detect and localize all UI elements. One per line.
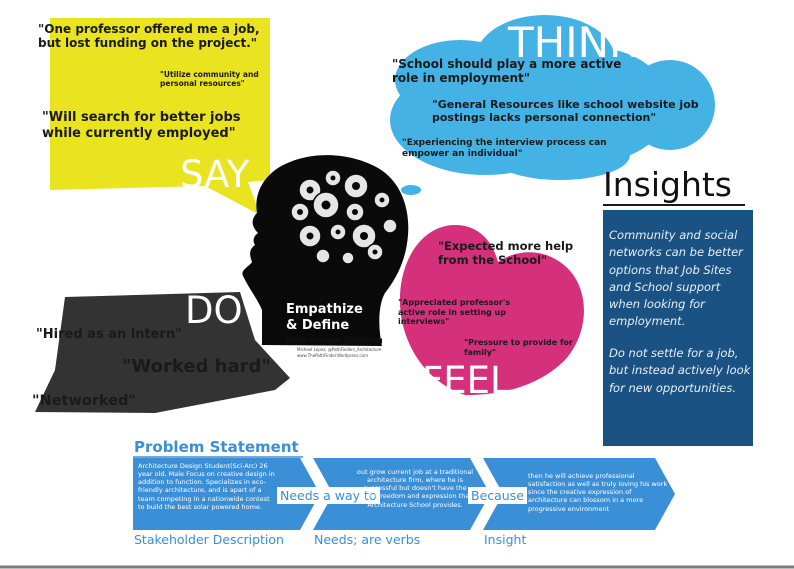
do-quote-1: "Hired as an intern"	[36, 327, 182, 342]
do-quote-2: "Worked hard"	[122, 356, 271, 377]
center-credit-2: www.ThePathFinder.Wordpress.com	[297, 353, 368, 358]
gear-hubs	[297, 175, 385, 255]
feel-title: FEEL	[422, 359, 511, 402]
stakeholder-text: Architecture Design Student(Sci-Arc) 26 …	[138, 462, 275, 511]
center-credit-1: Michael Lopez, @PathFinders_Architecture	[297, 347, 382, 352]
chevron-stakeholder	[133, 458, 320, 530]
insights-para-2: Do not settle for a job, but instead act…	[609, 346, 751, 395]
center-title: Empathize & Define	[286, 302, 363, 335]
chevron-needs	[313, 458, 490, 530]
insights-box	[603, 210, 753, 446]
chevron-insight	[483, 458, 675, 530]
think-cloud	[390, 15, 715, 195]
because-label: Because	[468, 487, 527, 504]
feel-quote-3: "Pressure to provide for family"	[464, 338, 573, 357]
center-title-line-1: Empathize	[286, 302, 363, 317]
needs-text: out grow current job at a traditional ar…	[356, 468, 474, 509]
think-title: THINK	[508, 18, 637, 67]
say-title: SAY	[180, 153, 250, 196]
feel-quote-1: "Expected more help from the School"	[438, 239, 574, 267]
caption-needs: Needs; are verbs	[314, 532, 421, 547]
say-bubble	[50, 18, 270, 215]
say-quote-1: "One professor offered me a job, but los…	[38, 22, 260, 51]
think-quote-1: "School should play a more active role i…	[392, 57, 622, 86]
say-quote-3: "Will search for better jobs while curre…	[42, 110, 241, 141]
feel-heart	[399, 225, 584, 395]
problem-title: Problem Statement	[134, 438, 299, 456]
do-quote-3: "Networked"	[32, 393, 136, 409]
say-quote-2: "Utilize community and personal resource…	[160, 70, 259, 88]
think-quote-3: "Experiencing the interview process can …	[402, 138, 607, 159]
center-subtitle: With Design Thinking	[286, 336, 383, 345]
caption-insight: Insight	[484, 532, 527, 547]
needs-label: Needs a way to	[277, 487, 380, 504]
caption-stakeholder: Stakeholder Description	[134, 532, 284, 547]
insights-para-1: Community and social networks can be bet…	[609, 228, 743, 329]
think-quote-2: "General Resources like school website j…	[432, 98, 699, 125]
insight-text: then he will achieve professional satisf…	[528, 472, 668, 513]
do-shape	[35, 292, 290, 413]
center-title-line-2: & Define	[286, 318, 350, 334]
do-title: DO	[185, 289, 243, 332]
feel-quote-2: "Appreciated professor's active role in …	[398, 298, 511, 327]
insights-title: Insights	[603, 165, 733, 204]
